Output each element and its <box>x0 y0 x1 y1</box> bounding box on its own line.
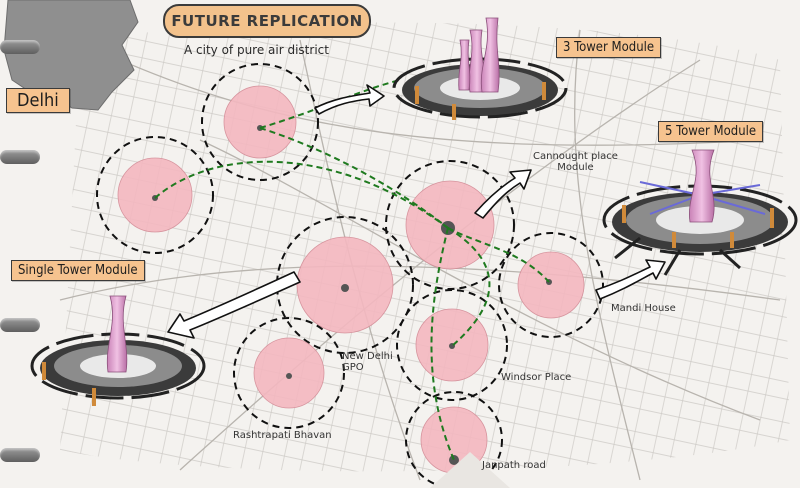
binder-ring <box>0 150 40 164</box>
arrow-to-single-tower <box>167 271 301 339</box>
arrow-to-5-tower <box>595 259 666 300</box>
arrow-to-3-tower <box>314 84 385 115</box>
module-arrows <box>167 84 666 339</box>
three-tower-tag: 3 Tower Module <box>556 37 662 58</box>
single-tower-tag: Single Tower Module <box>11 260 145 281</box>
three-tower-module <box>392 17 568 120</box>
arrow-to-connaught <box>474 169 532 219</box>
region-tag: Delhi <box>6 88 70 113</box>
five-tower-module <box>602 149 798 276</box>
five-tower-tag: 5 Tower Module <box>658 121 764 142</box>
delhi-map-outline <box>3 0 139 111</box>
mandi-label: Mandi House <box>611 303 676 314</box>
binder-ring <box>0 318 40 332</box>
zone-circles <box>96 63 604 488</box>
page-accent <box>430 452 510 488</box>
zone-2 <box>201 63 319 181</box>
diagram-title: FUTURE REPLICATION <box>163 4 371 38</box>
windsor-label: Windsor Place <box>501 372 572 383</box>
diagram-subtitle: A city of pure air district <box>184 43 329 57</box>
janpath-label: Janpath road <box>482 460 546 471</box>
binder-ring <box>0 40 40 54</box>
single-tower-module <box>30 295 206 406</box>
binder-ring <box>0 448 40 462</box>
gpo-label: New Delhi GPO <box>342 351 393 373</box>
connaught-label: Cannought place Module <box>533 151 618 173</box>
rashtrapati-label: Rashtrapati Bhavan <box>233 430 332 441</box>
